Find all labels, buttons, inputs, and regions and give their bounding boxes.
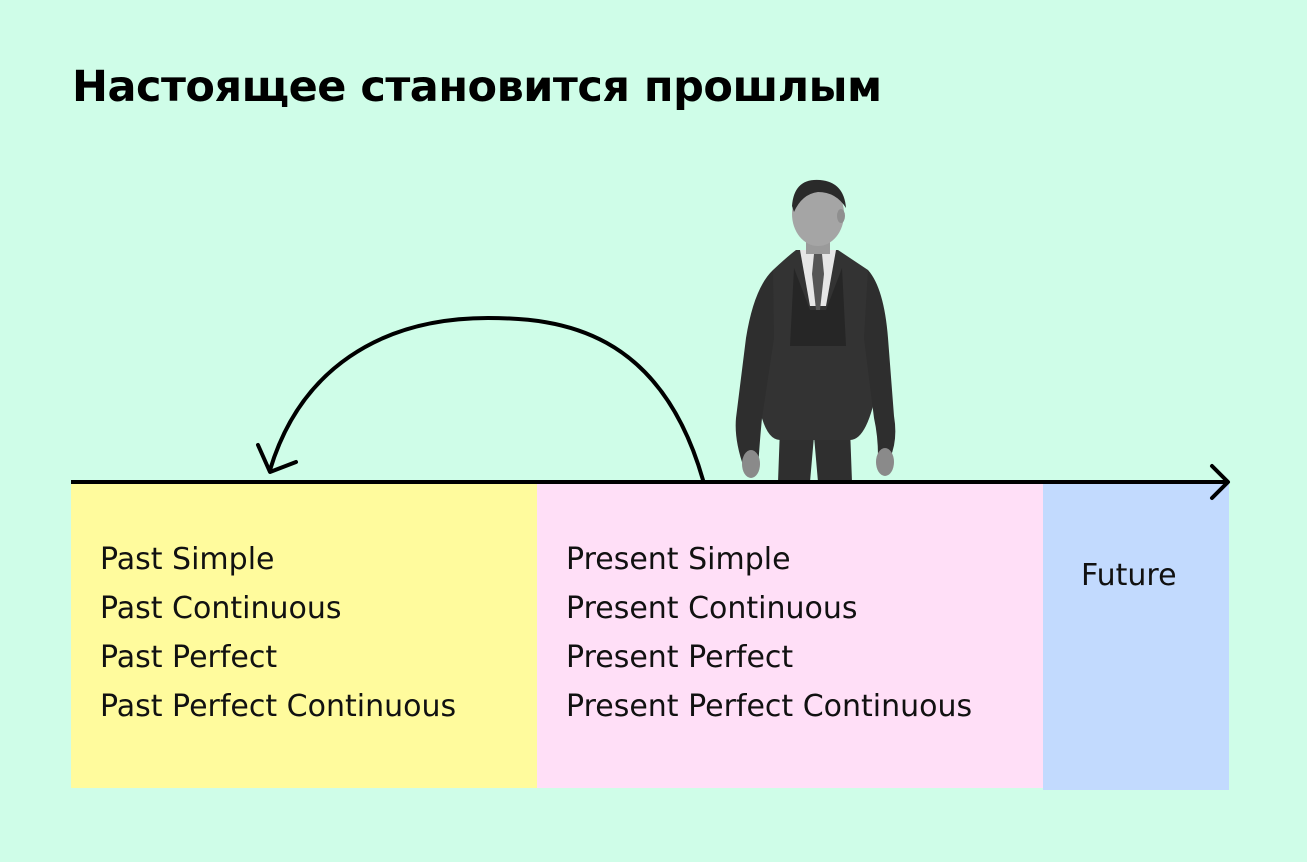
present-tense-item: Present Continuous	[566, 591, 858, 626]
past-tense-item: Past Continuous	[100, 591, 342, 626]
present-tense-item: Present Simple	[566, 542, 791, 577]
past-tense-item: Past Simple	[100, 542, 275, 577]
present-panel: Present Simple Present Continuous Presen…	[537, 483, 1043, 788]
present-tense-item: Present Perfect Continuous	[566, 689, 973, 724]
backshift-arc	[268, 315, 705, 482]
present-tense-item: Present Perfect	[566, 640, 794, 675]
past-tense-item: Past Perfect	[100, 640, 278, 675]
backshift-arrowhead	[256, 443, 298, 474]
person-illustration	[735, 179, 896, 482]
future-tense-item: Future	[1081, 558, 1177, 593]
past-tense-item: Past Perfect Continuous	[100, 689, 457, 724]
past-panel: Past Simple Past Continuous Past Perfect…	[71, 483, 537, 788]
page-title: Настоящее становится прошлым	[72, 62, 882, 112]
future-panel: Future	[1043, 483, 1229, 790]
timeline-arrowhead	[1210, 464, 1230, 500]
